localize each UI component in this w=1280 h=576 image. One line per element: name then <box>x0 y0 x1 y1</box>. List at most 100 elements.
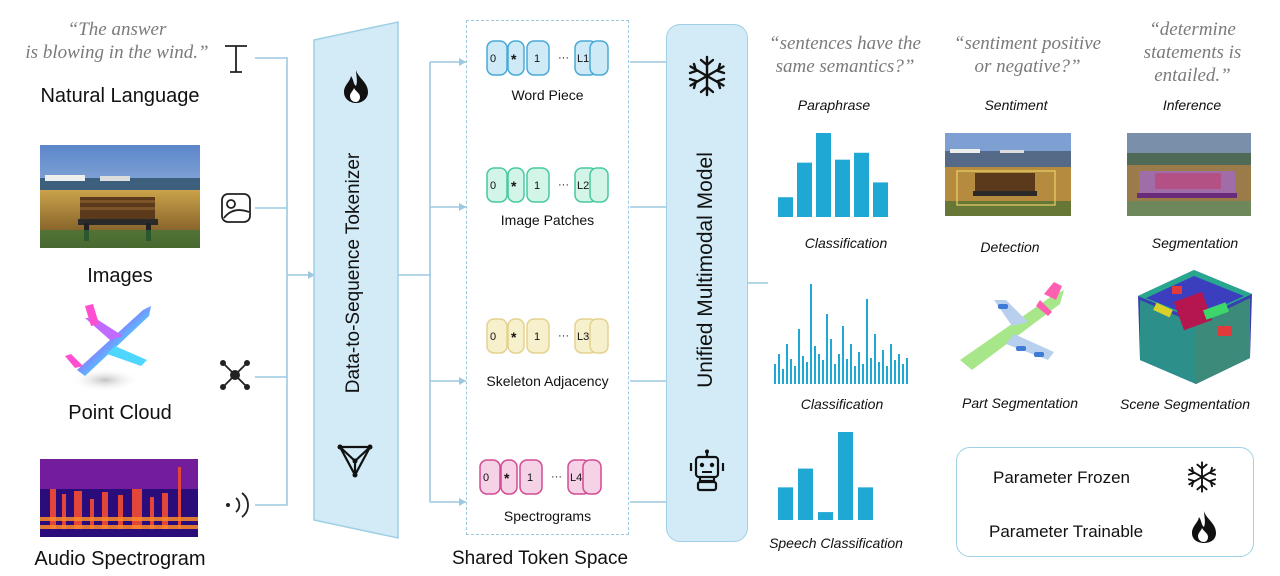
spike-bar <box>822 360 824 384</box>
token-sequence <box>479 459 602 495</box>
token-1: 1 <box>527 472 534 484</box>
task-paraphrase: Paraphrase <box>797 97 871 113</box>
spike-bar <box>866 299 868 384</box>
quote-line: “sentences have the <box>769 33 921 54</box>
label-shared-token-space: Shared Token Space <box>451 548 629 569</box>
token-0: 0 <box>490 53 497 65</box>
token-ellipsis: ··· <box>558 330 569 342</box>
classification-dense-bar-chart <box>774 284 908 384</box>
segmentation-image <box>1127 133 1251 216</box>
spike-bar <box>886 366 888 384</box>
token-ellipsis: ··· <box>558 52 569 64</box>
spike-bar <box>902 364 904 384</box>
token-row-spectrograms: 0 * 1 ··· L4 <box>479 459 603 497</box>
input-quote: “The answer is blowing in the wind.” <box>12 18 222 64</box>
tokenizer-block <box>313 21 399 539</box>
bar <box>858 487 873 520</box>
token-star: * <box>511 178 517 194</box>
token-end: L1 <box>577 53 590 65</box>
spike-bar <box>814 346 816 384</box>
task-sentiment: Sentiment <box>984 97 1048 113</box>
legend-box: Parameter Frozen Parameter Trainable <box>956 447 1254 557</box>
legend-snowflake-icon <box>1187 461 1217 493</box>
task-detection: Detection <box>980 239 1040 255</box>
bar <box>818 512 833 520</box>
spike-bar <box>870 358 872 384</box>
text-cursor-icon <box>225 45 247 73</box>
token-1: 1 <box>534 53 541 65</box>
task-classification-1: Classification <box>804 235 888 251</box>
spike-bar <box>882 350 884 384</box>
point-cloud-airplane-image <box>65 304 151 392</box>
spike-bar <box>878 362 880 384</box>
bench-image <box>40 145 200 248</box>
token-ellipsis: ··· <box>558 179 569 191</box>
token-sequence <box>486 318 609 354</box>
classification-bar-chart <box>778 133 888 217</box>
bar <box>838 432 853 520</box>
token-star: * <box>511 51 517 67</box>
model-label-wrap: Unified Multimodal Model <box>694 120 718 420</box>
token-0: 0 <box>483 472 490 484</box>
token-end: L2 <box>577 180 590 192</box>
token-1: 1 <box>534 180 541 192</box>
tokenizer-label: Data-to-Sequence Tokenizer <box>343 152 364 394</box>
spike-bar <box>898 354 900 384</box>
label-point-cloud: Point Cloud <box>68 402 172 424</box>
token-row-image-patches: 0 * 1 ··· L2 <box>486 167 610 205</box>
spike-bar <box>858 352 860 384</box>
robot-icon <box>689 449 725 492</box>
token-row-skeleton-adjacency: 0 * 1 ··· L3 <box>486 318 610 356</box>
input-quote-line: “The answer <box>67 19 167 40</box>
label-images: Images <box>87 265 153 287</box>
label-word-piece: Word Piece <box>511 87 584 103</box>
spike-bar <box>850 344 852 384</box>
spike-bar <box>810 284 812 384</box>
token-ellipsis: ··· <box>551 471 562 483</box>
legend-trainable-label: Parameter Trainable <box>989 522 1144 541</box>
token-sequence <box>486 167 609 203</box>
token-1: 1 <box>534 331 541 343</box>
spike-bar <box>834 364 836 384</box>
bar <box>797 162 812 217</box>
token-end: L3 <box>577 331 590 343</box>
quote-sentiment: “sentiment positive or negative?” <box>940 32 1115 78</box>
bar <box>816 133 831 217</box>
spike-bar <box>782 369 784 384</box>
spike-bar <box>846 359 848 384</box>
token-end: L4 <box>570 472 583 484</box>
spike-bar <box>830 339 832 384</box>
spike-bar <box>786 344 788 384</box>
spike-bar <box>802 356 804 384</box>
spike-bar <box>894 360 896 384</box>
spike-bar <box>794 366 796 384</box>
token-row-word-piece: 0 * 1 ··· L1 <box>486 40 610 78</box>
spike-bar <box>862 364 864 384</box>
task-inference: Inference <box>1162 97 1222 113</box>
label-skeleton-adjacency: Skeleton Adjacency <box>486 373 609 389</box>
label-natural-language: Natural Language <box>40 85 200 107</box>
bar <box>873 182 888 217</box>
spike-bar <box>778 354 780 384</box>
quote-line: “sentiment positive <box>953 33 1102 54</box>
scene-segmentation-room-image <box>1138 270 1252 384</box>
token-sequence <box>486 40 609 76</box>
bar <box>778 487 793 520</box>
sound-icon <box>226 492 249 518</box>
task-part-segmentation: Part Segmentation <box>962 395 1078 411</box>
spike-bar <box>842 326 844 384</box>
snowflake-icon <box>688 55 726 97</box>
quote-paraphrase: “sentences have the same semantics?” <box>755 32 935 78</box>
graph-icon <box>220 360 250 390</box>
token-0: 0 <box>490 331 497 343</box>
spike-bar <box>774 364 776 384</box>
task-speech-classification: Speech Classification <box>769 535 903 551</box>
spike-bar <box>798 329 800 384</box>
legend-fire-icon <box>1192 511 1216 543</box>
task-classification-2: Classification <box>800 396 884 412</box>
bar <box>798 468 813 520</box>
token-space-box <box>466 20 629 535</box>
bar <box>835 159 850 217</box>
spike-bar <box>838 354 840 384</box>
